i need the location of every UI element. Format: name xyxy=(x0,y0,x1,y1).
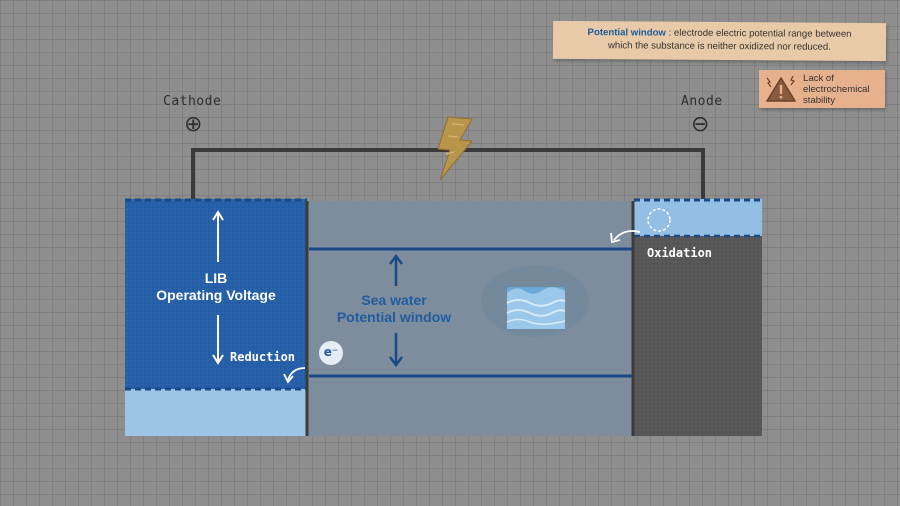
seawater-potential-window-label: Sea water Potential window xyxy=(310,292,478,326)
lib-label-line2: Operating Voltage xyxy=(156,287,276,303)
electron-icon: e⁻ xyxy=(319,341,343,365)
cathode-reduction-zone xyxy=(125,389,307,436)
warning-line3: stability xyxy=(803,95,835,106)
warning-triangle-icon xyxy=(766,75,796,102)
warning-line2: electrochemical xyxy=(803,84,870,95)
stability-warning: Lack of electrochemical stability xyxy=(759,70,885,108)
anode-label: Anode xyxy=(681,94,723,109)
cathode-electrode xyxy=(125,199,307,389)
lib-label-line1: LIB xyxy=(204,270,228,286)
lightning-icon xyxy=(437,116,473,181)
warning-line1: Lack of xyxy=(803,73,834,84)
sea-label-line2: Potential window xyxy=(336,309,452,325)
anode-electrode xyxy=(634,236,762,436)
water-waves-icon xyxy=(481,265,589,337)
cathode-label: Cathode xyxy=(163,94,222,109)
sea-label-line1: Sea water xyxy=(361,292,427,308)
plus-icon: ⊕ xyxy=(184,112,203,137)
minus-icon: ⊖ xyxy=(691,112,710,137)
oxidation-label: Oxidation xyxy=(647,246,713,260)
reduction-label: Reduction xyxy=(230,350,296,364)
lib-operating-voltage-label: LIB Operating Voltage xyxy=(125,270,307,304)
